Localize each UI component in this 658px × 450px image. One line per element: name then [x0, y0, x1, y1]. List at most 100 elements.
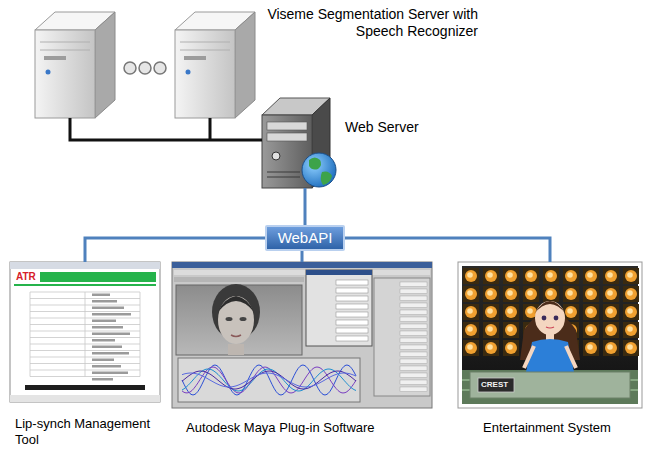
stage-screenshot-part-part	[627, 290, 633, 296]
stage-screenshot-part-part	[465, 342, 477, 354]
stage-screenshot-part-part	[465, 270, 477, 282]
maya-screenshot-part-part	[400, 387, 427, 392]
api-connector	[85, 238, 265, 262]
stage-screenshot-part-part	[483, 340, 499, 356]
stage-screenshot-part	[534, 301, 566, 314]
maya-screenshot-part	[174, 277, 304, 282]
stage-screenshot-part-part	[623, 304, 639, 320]
stage-screenshot-part	[526, 339, 574, 372]
stage-screenshot-part-part	[527, 290, 533, 296]
stage-screenshot-part-part	[485, 306, 497, 318]
stage-screenshot-part-part	[487, 272, 493, 278]
browser-screenshot	[10, 262, 160, 402]
server-tower	[175, 12, 255, 118]
stage-screenshot-part-part	[583, 304, 599, 320]
stage-screenshot-part-part	[625, 270, 637, 282]
stage-screenshot-part-part	[545, 288, 557, 300]
stage-screenshot-part-part	[627, 272, 633, 278]
stage-screenshot-part-part	[583, 286, 599, 302]
stage-screenshot-part-part	[463, 340, 479, 356]
server-cluster: Viseme Segmentation Server with Speech R…	[30, 10, 258, 120]
stage-screenshot-part-part	[523, 268, 539, 284]
stage-screenshot-part-part	[605, 324, 617, 336]
maya-screenshot-part	[172, 262, 432, 408]
stage-screenshot-part-part	[603, 286, 619, 302]
stage-screenshot-part	[458, 262, 642, 408]
stage-screenshot-part-part	[527, 308, 533, 314]
stage-screenshot-part-part	[563, 286, 579, 302]
browser-screenshot-part-part	[30, 292, 31, 377]
stage-screenshot-part-part	[587, 290, 593, 296]
stage-screenshot-part-part	[463, 268, 479, 284]
stage-screenshot-part-part	[605, 306, 617, 318]
browser-screenshot-part-part	[92, 333, 130, 336]
server-tower-part	[40, 50, 90, 51]
stage-screenshot-part-part	[607, 290, 613, 296]
browser-screenshot-part-part	[92, 372, 128, 375]
ellipsis-dots-part	[139, 62, 151, 74]
maya-screenshot-part-part	[336, 280, 368, 285]
browser-screenshot-part-part	[92, 378, 113, 381]
stage-screenshot-part-part	[487, 308, 493, 314]
stage-screenshot-part-part	[567, 290, 573, 296]
maya-screenshot-part-part	[336, 320, 368, 325]
stage-screenshot-part-part	[567, 308, 573, 314]
maya-screenshot-part-part	[400, 331, 427, 336]
maya-screenshot-part-part	[400, 338, 427, 343]
stage-screenshot-part-part	[485, 324, 497, 336]
stage-screenshot-part-part	[625, 342, 637, 354]
stage-screenshot-part-part	[525, 270, 537, 282]
caption: Autodesk Maya Plug-in Software	[186, 420, 436, 436]
web-server-tower-part	[267, 172, 300, 173]
maya-screenshot-part-part	[336, 328, 368, 333]
server-tower-part	[95, 12, 115, 118]
stage-screenshot-part-part	[467, 272, 473, 278]
stage-screenshot-part-part	[565, 270, 577, 282]
stage-screenshot-part-part	[483, 286, 499, 302]
maya-screenshot-part-part	[400, 352, 427, 357]
stage-screenshot-part-part	[485, 288, 497, 300]
stage-screenshot-part-part	[467, 344, 473, 350]
web-server: Web Server	[262, 98, 335, 188]
stage-screenshot-part	[554, 316, 559, 321]
maya-screenshot-part-part	[400, 289, 427, 294]
browser-screenshot-part-part	[92, 346, 122, 349]
maya-screenshot-part-part	[182, 365, 356, 395]
stage-screenshot-part-part	[485, 342, 497, 354]
stage-screenshot-part-part	[567, 272, 573, 278]
stage-screenshot-part-part	[545, 270, 557, 282]
stage-screenshot-part-part	[467, 308, 473, 314]
browser-screenshot-part	[10, 262, 160, 269]
server-label: Web Server	[345, 119, 465, 136]
stage-screenshot-part-part	[527, 272, 533, 278]
maya-screenshot-part	[240, 317, 247, 321]
maya-screenshot-part-part	[336, 336, 368, 341]
stage-screenshot-part-part	[463, 286, 479, 302]
stage-screenshot-part	[462, 370, 638, 404]
stage-screenshot-part-part	[585, 342, 597, 354]
stage-screenshot-part-part	[507, 344, 513, 350]
server-tower-part	[35, 30, 95, 118]
stage-screenshot-part-part	[607, 326, 613, 332]
maya-screenshot-part-part	[400, 324, 427, 329]
maya-screenshot-part-part	[336, 288, 368, 293]
server-tower-part	[186, 70, 191, 75]
maya-screenshot-part-part	[400, 380, 427, 385]
server-tower-part	[40, 42, 90, 43]
stage-screenshot-part-part	[585, 288, 597, 300]
server-tower-part	[235, 12, 255, 118]
stage-screenshot-part-part	[523, 286, 539, 302]
browser-screenshot-part-part	[92, 294, 110, 297]
server-tower-part	[175, 30, 235, 118]
browser-screenshot-part-part	[92, 365, 121, 368]
server-tower-part	[180, 42, 230, 43]
stage-screenshot-part-part	[623, 322, 639, 338]
browser-screenshot-part-part	[140, 292, 141, 377]
api-connector	[345, 238, 550, 262]
browser-screenshot-part-part	[92, 352, 129, 355]
stage-screenshot-part-part	[507, 272, 513, 278]
stage-screenshot-part-part	[563, 268, 579, 284]
maya-screenshot-part-part	[400, 303, 427, 308]
api-connector	[304, 188, 307, 225]
maya-screenshot-part	[306, 270, 372, 275]
